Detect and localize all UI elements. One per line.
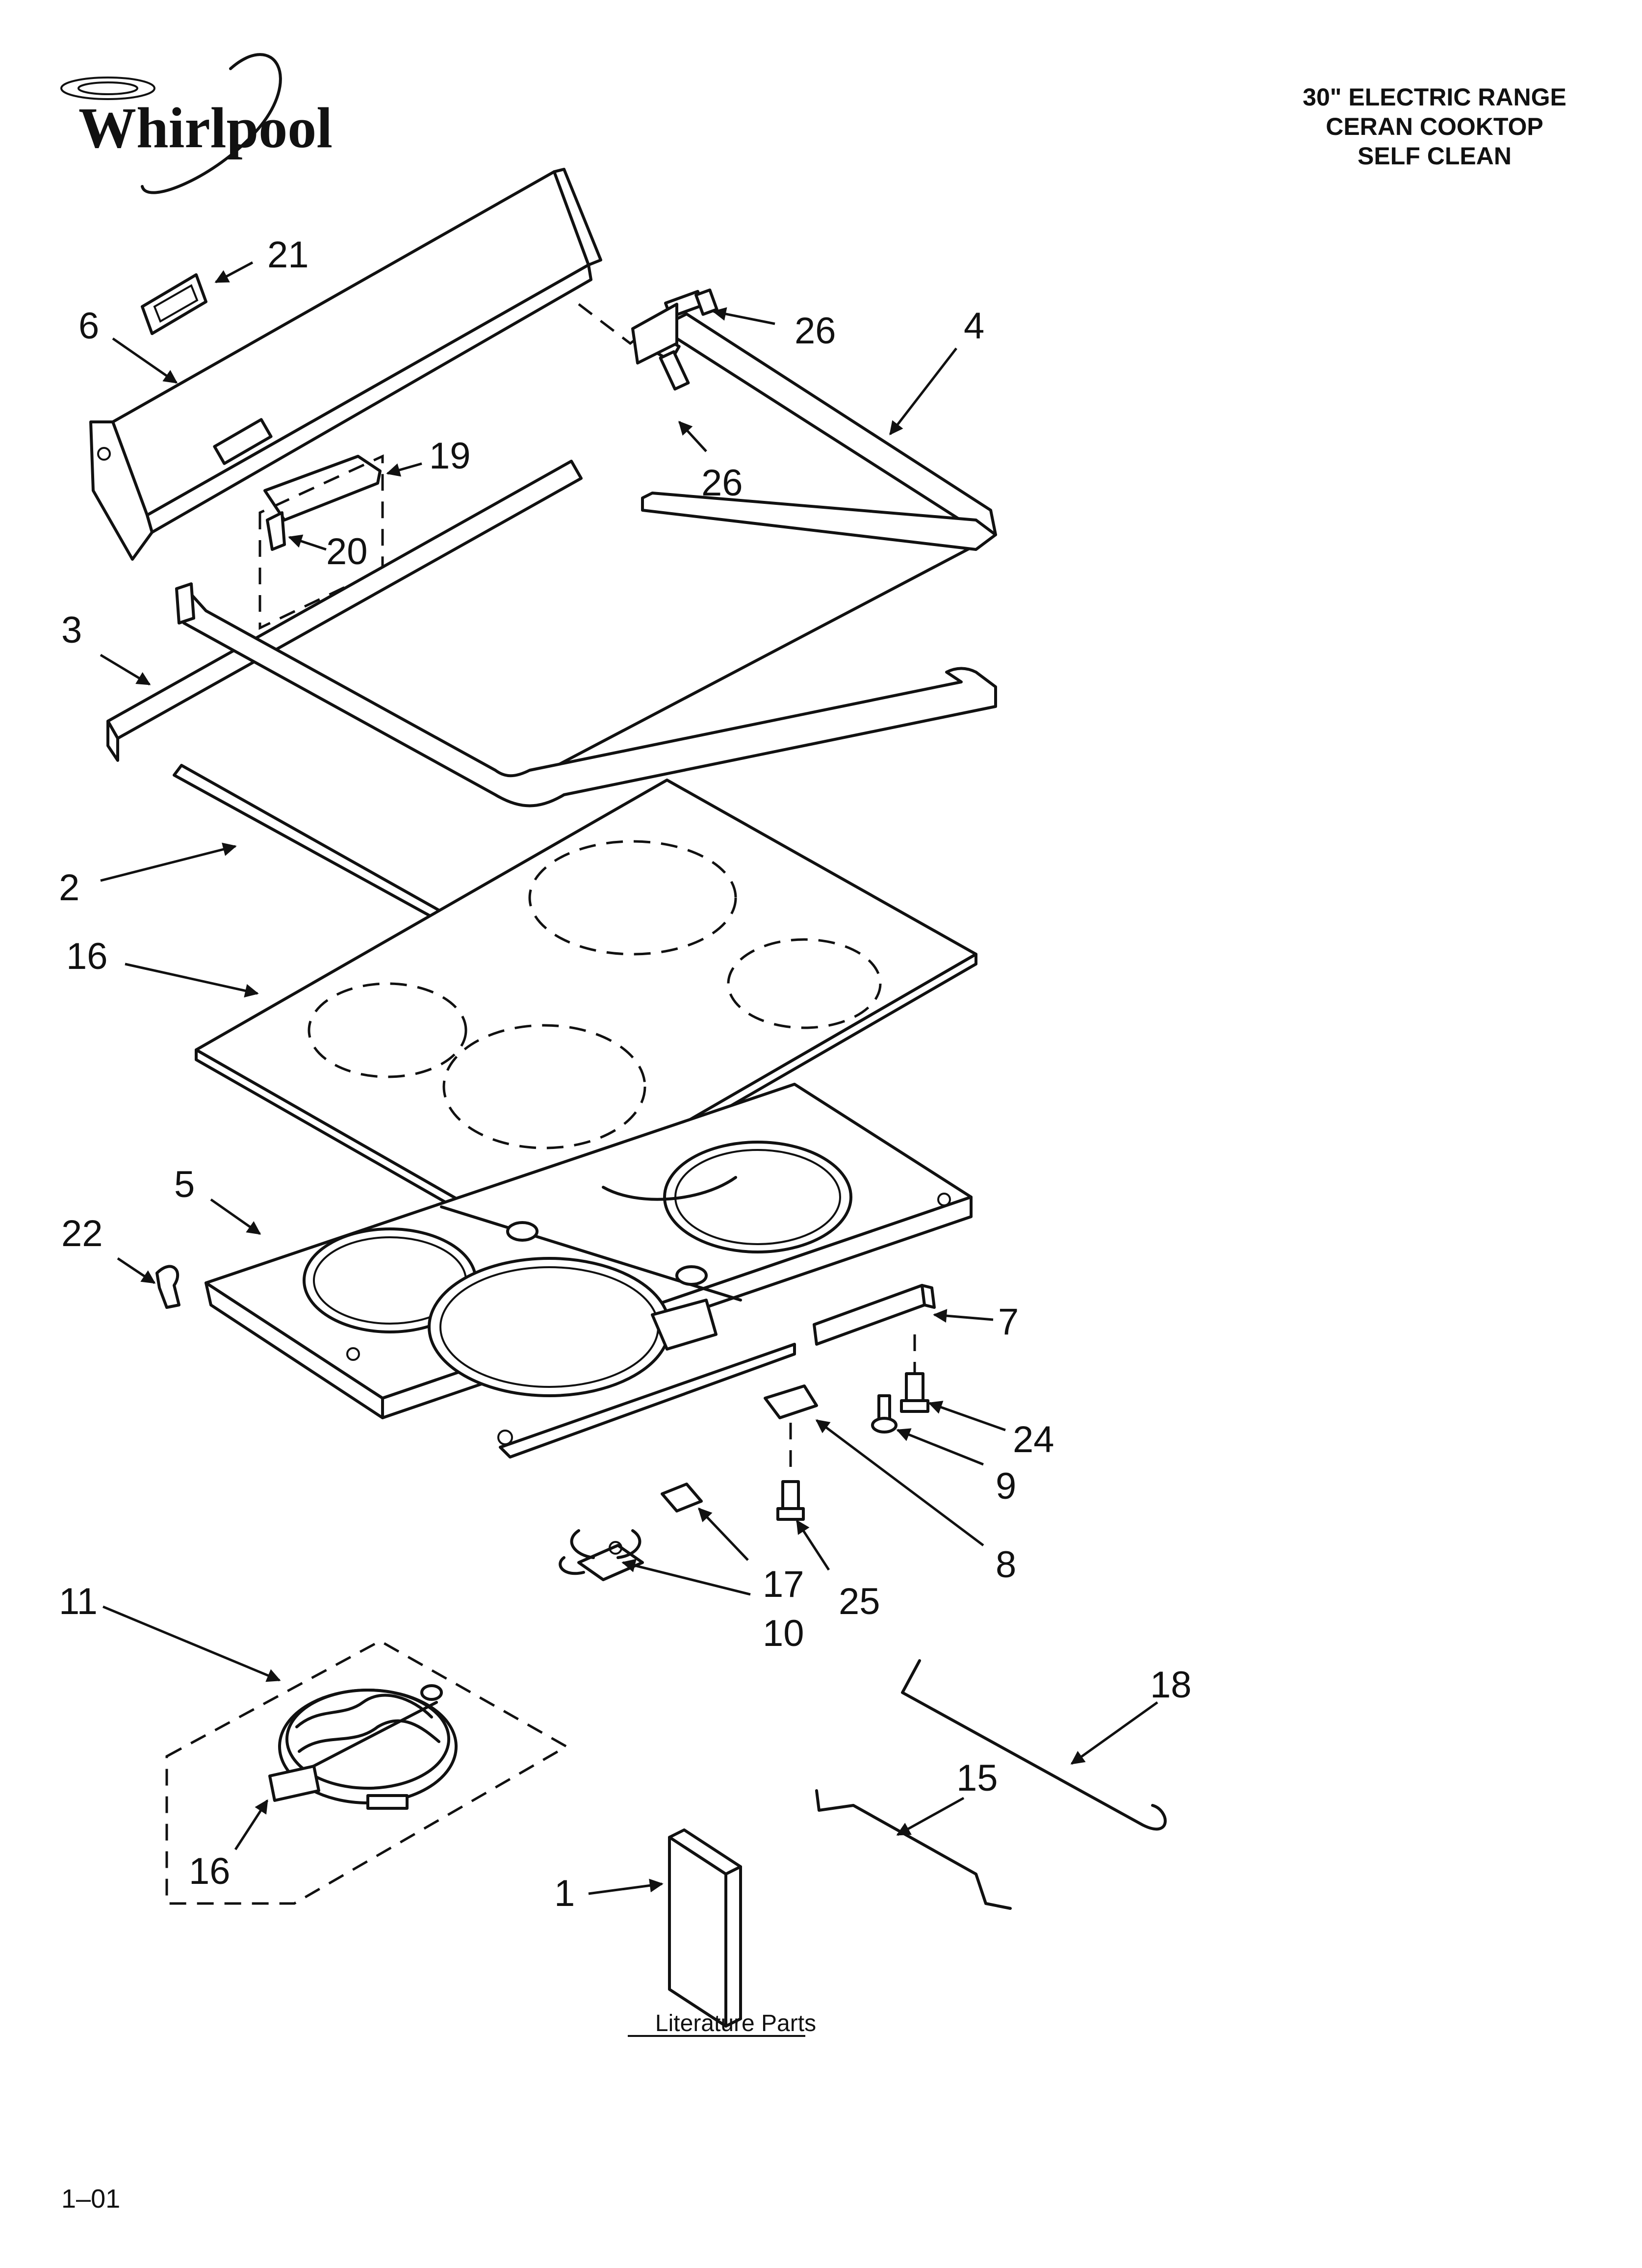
leader-22 [117,1257,156,1284]
leader-7 [933,1309,994,1323]
callout-3: 3 [61,609,82,651]
part-16-glass-cooktop [195,779,977,1238]
part-10-terminal-block [559,1529,644,1581]
leader-8 [815,1419,984,1546]
callout-21: 21 [267,234,309,276]
leader-2 [100,842,237,882]
logo-swoosh [141,53,282,194]
literature-parts-caption: Literature Parts [655,2010,816,2036]
burner-outline-front-left [308,982,467,1078]
callout-numbers: 21 6 26 4 26 19 20 3 2 16 5 22 7 24 9 8 … [59,234,1192,1914]
part-24-screw [900,1334,929,1413]
trim-frame-tab [175,582,195,625]
part-7-bracket [813,1284,936,1346]
callout-26-upper: 26 [795,310,836,352]
part-20-clip [266,511,286,551]
leader-lines [100,261,1158,1895]
leader-25 [795,1519,830,1571]
callout-1: 1 [554,1873,575,1914]
panel-slot [213,418,273,465]
burner-outline-back-left [528,840,737,956]
leader-24 [928,1401,1006,1432]
leader-5 [210,1198,261,1235]
part-5-element-tray [205,1083,973,1459]
part-22-clip [155,1265,180,1309]
callout-16-element: 16 [189,1851,231,1892]
leader-4 [889,347,957,436]
leader-20 [288,534,327,551]
leader-21 [214,261,254,284]
leader-16-element [234,1799,269,1851]
part-control-panel [89,168,602,561]
leader-26-lower [678,420,707,452]
title-line-3: SELF CLEAN [1358,142,1512,170]
leader-19 [386,462,422,477]
part-15-rod [815,1789,1012,1910]
callout-15: 15 [956,1757,998,1799]
callout-11: 11 [59,1581,98,1622]
callout-26-lower: 26 [701,462,743,504]
callout-9: 9 [996,1465,1016,1507]
part-trim-frame [175,582,997,808]
tray-ring-front-right [428,1257,671,1397]
part-8-nut-clip [764,1384,818,1472]
logo-swirl-mark [60,77,155,100]
callout-20: 20 [326,531,368,573]
callout-19: 19 [429,435,471,477]
callout-6: 6 [78,305,99,347]
part-18-rod [901,1659,1167,1831]
footer-code: 1–01 [61,2184,120,2214]
callout-18: 18 [1150,1664,1192,1706]
title-line-2: CERAN COOKTOP [1326,113,1543,140]
callout-4: 4 [964,305,984,347]
brand-logo-text: Whirlpool [78,96,333,160]
callout-10: 10 [763,1613,804,1654]
callout-24: 24 [1013,1419,1054,1460]
callout-17: 17 [763,1564,804,1605]
callout-2: 2 [59,867,79,909]
bracket-hole [97,447,111,461]
leader-1 [588,1878,664,1895]
element-connector [268,1765,320,1802]
tray-ring-back-right [663,1141,852,1253]
leader-18 [1070,1701,1158,1765]
whirlpool-logo: Whirlpool [60,53,333,194]
part-11-radiant-element [165,1640,569,1905]
leader-6 [112,337,178,384]
callout-5: 5 [174,1164,195,1205]
callout-25: 25 [839,1581,880,1622]
leader-3 [100,653,151,686]
part-25-screw [776,1480,805,1521]
burner-outline-back-right [727,938,882,1029]
leader-17 [698,1507,749,1561]
callout-7: 7 [998,1301,1019,1343]
part-21-badge [141,273,207,335]
part-3-trim-rail [106,460,583,762]
leader-15 [896,1797,965,1836]
leader-26-upper [712,307,775,325]
leader-11 [103,1605,281,1682]
leader-16-glass [125,963,259,998]
trim-right-rail [641,492,997,551]
logo-swirl-inner [77,81,138,95]
part-4-side-trim [518,303,997,786]
control-panel-end [553,168,602,266]
callout-22: 22 [61,1213,103,1254]
tray-ring-back-left-edge [602,1176,737,1201]
callout-16-glass: 16 [66,936,108,977]
callout-8: 8 [996,1544,1016,1586]
burner-outline-front-right [442,1024,646,1149]
part-9-stud [871,1394,898,1434]
title-block: 30" ELECTRIC RANGE CERAN COOKTOP SELF CL… [1303,83,1566,170]
control-panel-side-bracket [89,420,154,561]
part-17-block [661,1483,703,1512]
title-line-1: 30" ELECTRIC RANGE [1303,83,1566,111]
tray-terminal-block [651,1299,718,1351]
element-dashed-outline [165,1640,569,1905]
leader-10 [621,1559,751,1596]
part-1-literature [668,1828,742,2028]
leader-9 [896,1428,984,1466]
